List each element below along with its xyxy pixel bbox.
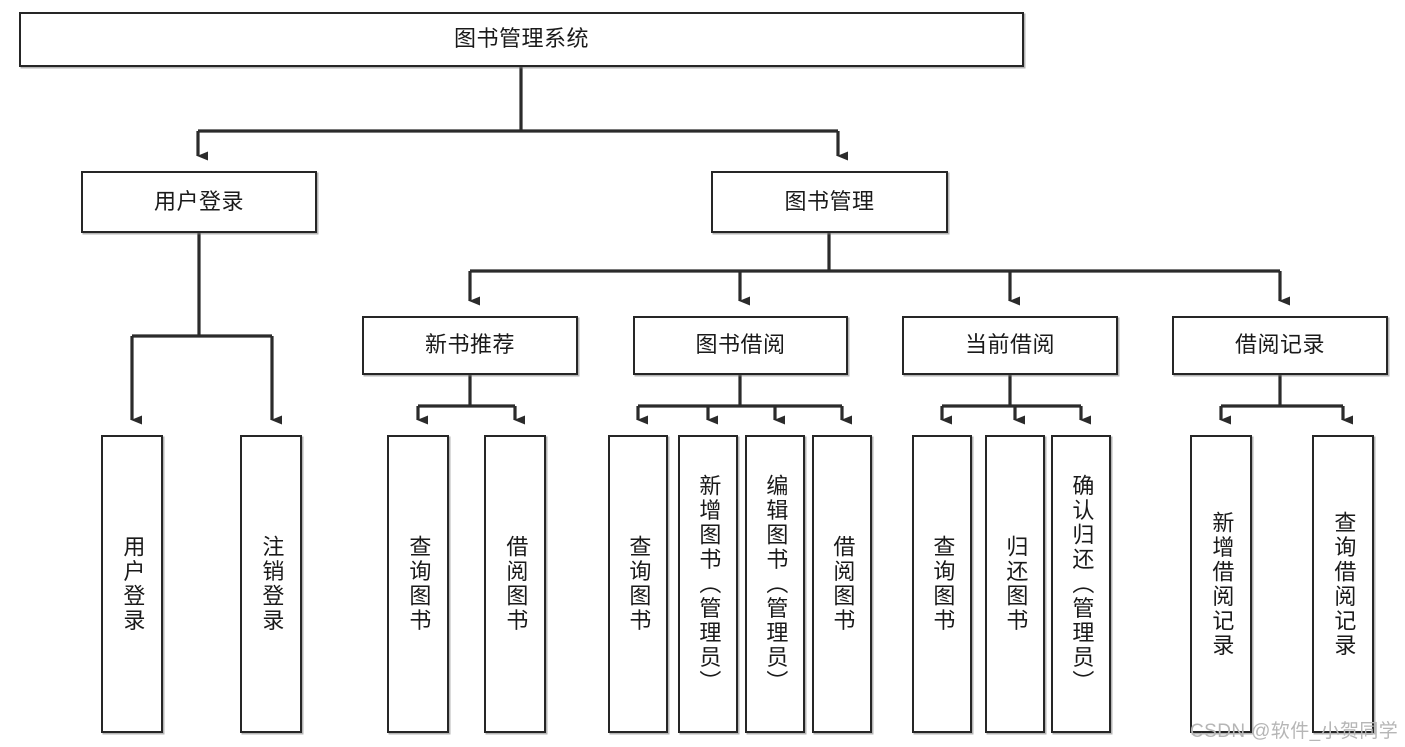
node-leaf-borrow-book-rec[interactable]: 借阅图书 (484, 435, 546, 733)
node-book-borrow-label: 图书借阅 (695, 332, 786, 358)
node-leaf-borrow-book-bor[interactable]: 借阅图书 (812, 435, 872, 733)
node-leaf-return-book[interactable]: 归还图书 (985, 435, 1045, 733)
node-leaf-logout-label: 注销登录 (259, 535, 285, 633)
node-book-borrow[interactable]: 图书借阅 (633, 316, 848, 375)
node-leaf-query-borrow-record-label: 查询借阅记录 (1331, 510, 1357, 658)
node-user-login[interactable]: 用户登录 (81, 171, 317, 233)
node-leaf-query-book-bor[interactable]: 查询图书 (608, 435, 668, 733)
node-leaf-query-book-cur[interactable]: 查询图书 (912, 435, 972, 733)
node-leaf-edit-book-admin-label: 编辑图书（管理员） (763, 473, 789, 695)
node-leaf-query-book-cur-label: 查询图书 (930, 535, 956, 633)
node-leaf-user-login-label: 用户登录 (120, 535, 146, 633)
node-leaf-logout[interactable]: 注销登录 (240, 435, 302, 733)
node-new-book-recommend-label: 新书推荐 (424, 332, 515, 358)
node-leaf-borrow-book-rec-label: 借阅图书 (503, 535, 529, 633)
node-user-login-label: 用户登录 (153, 188, 244, 214)
node-leaf-add-borrow-record[interactable]: 新增借阅记录 (1190, 435, 1252, 733)
node-leaf-add-borrow-record-label: 新增借阅记录 (1209, 510, 1235, 658)
node-borrow-record[interactable]: 借阅记录 (1172, 316, 1388, 375)
node-leaf-user-login[interactable]: 用户登录 (101, 435, 163, 733)
node-leaf-edit-book-admin[interactable]: 编辑图书（管理员） (745, 435, 805, 733)
node-leaf-query-book-bor-label: 查询图书 (626, 535, 652, 633)
node-leaf-confirm-return-admin-label: 确认归还（管理员） (1069, 473, 1095, 695)
node-borrow-record-label: 借阅记录 (1234, 332, 1325, 358)
node-book-manage-label: 图书管理 (784, 188, 875, 214)
node-root-label: 图书管理系统 (453, 26, 589, 52)
node-leaf-add-book-admin[interactable]: 新增图书（管理员） (678, 435, 738, 733)
node-leaf-borrow-book-bor-label: 借阅图书 (830, 535, 856, 633)
node-leaf-query-book-rec-label: 查询图书 (406, 535, 432, 633)
node-book-manage[interactable]: 图书管理 (711, 171, 948, 233)
node-leaf-confirm-return-admin[interactable]: 确认归还（管理员） (1051, 435, 1111, 733)
node-leaf-query-borrow-record[interactable]: 查询借阅记录 (1312, 435, 1374, 733)
node-leaf-query-book-rec[interactable]: 查询图书 (387, 435, 449, 733)
node-leaf-add-book-admin-label: 新增图书（管理员） (696, 473, 722, 695)
node-leaf-return-book-label: 归还图书 (1003, 535, 1029, 633)
node-root[interactable]: 图书管理系统 (19, 12, 1024, 67)
node-new-book-recommend[interactable]: 新书推荐 (362, 316, 578, 375)
node-current-borrow[interactable]: 当前借阅 (902, 316, 1118, 375)
node-current-borrow-label: 当前借阅 (964, 332, 1055, 358)
